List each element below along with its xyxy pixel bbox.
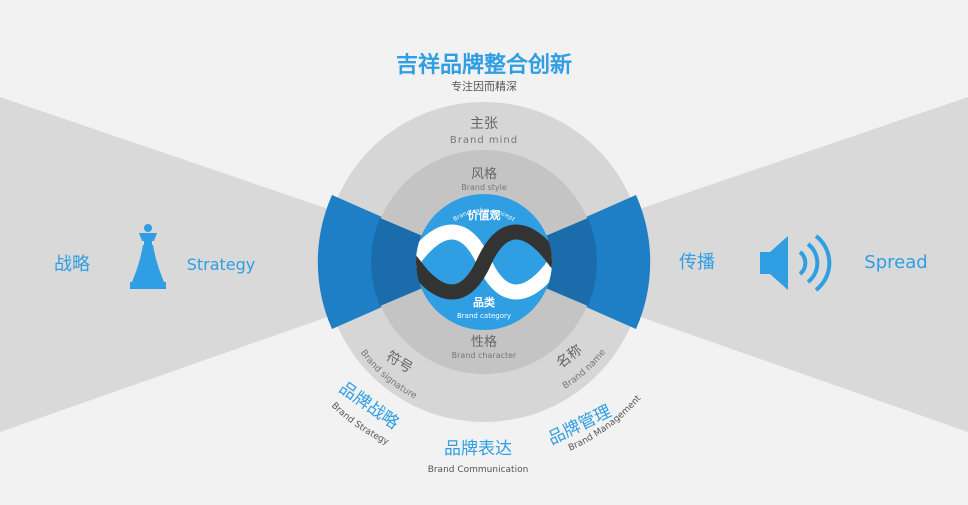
right-label-cn: 传播 bbox=[679, 252, 715, 273]
core-bottom-label-en: Brand category bbox=[457, 312, 511, 320]
middle-bottom-label-en: Brand character bbox=[452, 351, 517, 360]
page-title: 吉祥品牌整合创新 bbox=[396, 52, 572, 78]
left-label-cn: 战略 bbox=[54, 254, 90, 275]
right-wedge bbox=[484, 97, 968, 432]
middle-top-label-cn: 风格 bbox=[471, 166, 497, 182]
brand-communication-label-cn: 品牌表达 bbox=[444, 439, 512, 459]
right-label-en: Spread bbox=[864, 252, 927, 273]
middle-top-label-en: Brand style bbox=[461, 183, 507, 192]
page-subtitle: 专注因而精深 bbox=[451, 79, 517, 93]
outer-top-label-en: Brand mind bbox=[450, 135, 518, 146]
chess-queen-icon bbox=[130, 224, 166, 289]
outer-top-label-cn: 主张 bbox=[470, 116, 498, 132]
core-top-label-cn: 价值观 bbox=[468, 208, 501, 222]
middle-bottom-label-cn: 性格 bbox=[471, 334, 497, 350]
left-wedge bbox=[0, 97, 484, 432]
brand-communication-label-en: Brand Communication bbox=[428, 465, 529, 475]
left-label-en: Strategy bbox=[187, 255, 256, 274]
double-helix-icon bbox=[416, 224, 552, 300]
core-bottom-label-cn: 品类 bbox=[473, 295, 496, 309]
speaker-icon bbox=[760, 234, 832, 292]
